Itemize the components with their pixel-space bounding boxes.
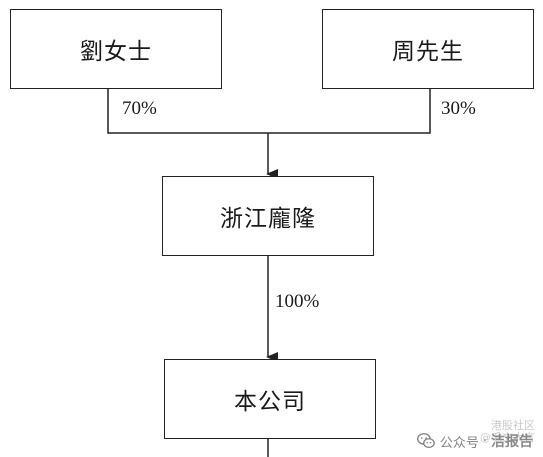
company-box: 本公司 [164,359,376,439]
stake-label-zhou: 30% [441,98,476,119]
watermark-overlay-line2: @毛文大言 [480,431,535,444]
shareholder-name-zhou: 周先生 [392,39,464,65]
watermark-overlay-line1: 港股社区 [491,419,535,432]
watermark-separator: · [482,433,487,449]
intermediate-company-name: 浙江龐隆 [220,206,316,232]
connector-zhou [268,89,431,134]
wechat-icon [416,433,435,449]
stake-label-intermediate: 100% [275,291,320,312]
watermark: 公众号 · 洁报告 [416,431,533,451]
company-name: 本公司 [234,389,306,415]
watermark-overlay: 港股社区 @毛文大言 [480,420,535,444]
watermark-label: 公众号 [439,435,479,451]
shareholder-name-liu: 劉女士 [80,39,152,65]
intermediate-company-box: 浙江龐隆 [162,176,374,256]
shareholder-box-liu: 劉女士 [10,9,222,89]
shareholder-box-zhou: 周先生 [322,9,534,89]
watermark-account-name: 洁报告 [491,434,533,450]
stake-label-liu: 70% [122,98,157,119]
connector-liu [107,89,268,134]
